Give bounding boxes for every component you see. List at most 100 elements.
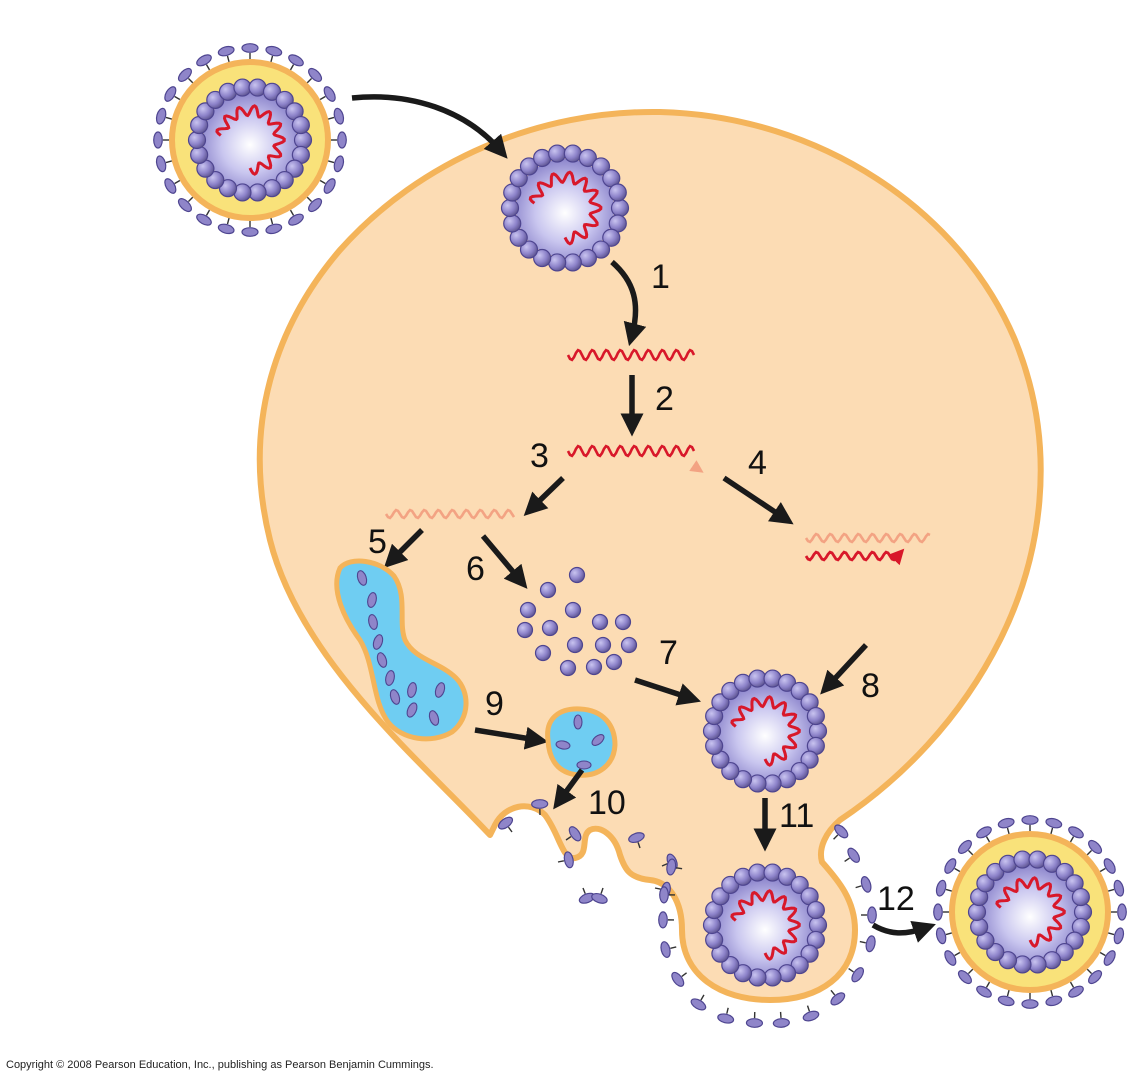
capsomere — [196, 102, 215, 121]
spike-stalk — [1069, 981, 1075, 988]
capsid-protein — [568, 566, 586, 584]
glycoprotein-spike — [690, 998, 707, 1011]
spike-stalk — [967, 849, 974, 856]
glycoprotein-spike — [196, 213, 212, 226]
spike-stalk — [174, 179, 181, 185]
glycoprotein-spike — [867, 906, 877, 924]
er-glycoprotein — [367, 592, 377, 608]
glycoprotein-spike — [531, 799, 549, 809]
glycoprotein-spike — [177, 198, 192, 213]
transport-vesicle — [545, 706, 618, 778]
er-glycoprotein — [385, 670, 395, 686]
capsomere — [519, 157, 539, 176]
capsomere — [808, 721, 828, 741]
glycoprotein-spike — [830, 992, 846, 1006]
glycoprotein-spike — [568, 826, 582, 842]
spike-stalk — [676, 867, 683, 870]
capsomere — [187, 130, 207, 150]
assembled-capsid — [702, 669, 828, 793]
vesicle-glycoprotein — [576, 760, 592, 770]
spike-stalk — [848, 967, 854, 973]
capsomere — [790, 761, 809, 781]
spike-stalk — [700, 994, 705, 1001]
glycoprotein-spike — [660, 941, 671, 958]
mrna-strand — [384, 508, 516, 520]
capsomere — [702, 721, 722, 741]
er-glycoprotein — [434, 682, 446, 698]
glycoprotein-spike — [177, 67, 192, 82]
spike-stalk — [270, 218, 274, 225]
capsomere — [967, 902, 987, 922]
capsomere — [777, 673, 797, 692]
glycoprotein-spike — [1113, 927, 1125, 945]
step-5-arrow — [383, 528, 424, 569]
step-label-5: 5 — [368, 523, 387, 561]
glycoprotein-spike — [666, 858, 677, 876]
capsomere — [806, 900, 825, 920]
vesicle-glycoprotein — [555, 740, 571, 750]
step-12-arrow — [871, 920, 936, 943]
spike-stalk — [844, 857, 850, 863]
capsomere — [806, 706, 825, 726]
spike-stalk — [830, 989, 836, 996]
spike-stalk — [187, 196, 194, 203]
spike-stalk — [328, 116, 335, 120]
capsomere — [503, 214, 522, 233]
capsomere — [206, 90, 225, 110]
glycoprotein-spike — [802, 1010, 820, 1022]
capsomere — [711, 887, 730, 906]
spike-stalk — [1006, 990, 1010, 997]
spike-stalk — [289, 64, 295, 71]
glycoprotein-spike — [944, 950, 957, 966]
spike-stalk — [306, 196, 313, 203]
glycoprotein-spike — [847, 847, 861, 863]
new-genome-rna-strand — [804, 548, 905, 566]
er-glycoprotein — [356, 570, 368, 586]
spike-stalk — [954, 867, 961, 873]
spike-stalk — [670, 946, 677, 950]
glycoprotein-spike — [1021, 815, 1039, 825]
capsomere — [610, 198, 630, 218]
spike-stalk — [557, 860, 565, 863]
capsomere — [986, 862, 1005, 882]
spike-stalk — [945, 932, 952, 936]
capsomere — [285, 159, 304, 178]
capsomere — [777, 867, 797, 886]
entry-arrow — [351, 94, 508, 159]
capsomere — [591, 157, 611, 176]
capsomere — [721, 955, 740, 975]
spike-stalk — [582, 887, 586, 894]
glycoprotein-spike — [997, 817, 1015, 829]
spike-stalk — [165, 160, 172, 164]
step-9-arrow — [474, 726, 549, 750]
er-glycoprotein — [428, 710, 440, 726]
spike-stalk — [328, 160, 335, 164]
capsomere — [1071, 887, 1090, 907]
glycoprotein-spike — [333, 155, 345, 173]
capsomere — [608, 183, 627, 202]
capsomere — [563, 253, 582, 272]
glycoprotein-spike — [997, 995, 1015, 1007]
capsomere — [970, 917, 989, 937]
step-6-arrow — [480, 534, 528, 589]
glycoprotein-spike — [957, 839, 972, 854]
spike-stalk — [1099, 867, 1106, 873]
capsomere — [591, 240, 611, 259]
glycoprotein-spike — [1068, 985, 1084, 998]
viral-rna-strand — [566, 348, 696, 362]
capsomere — [1073, 902, 1093, 922]
capsid-protein — [541, 619, 559, 637]
capsomere — [1028, 955, 1047, 974]
capsomere — [248, 183, 267, 202]
capsomere — [291, 115, 310, 135]
capsomere — [519, 240, 539, 259]
step-label-11: 11 — [779, 797, 814, 835]
er-glycoprotein — [376, 652, 388, 668]
capsomere — [986, 942, 1005, 962]
capsomere — [721, 875, 740, 895]
spike-stalk — [319, 95, 326, 101]
capsomere — [563, 144, 582, 163]
spike-stalk — [726, 1007, 729, 1014]
capsomere — [790, 955, 809, 975]
capsid-protein — [614, 613, 632, 631]
